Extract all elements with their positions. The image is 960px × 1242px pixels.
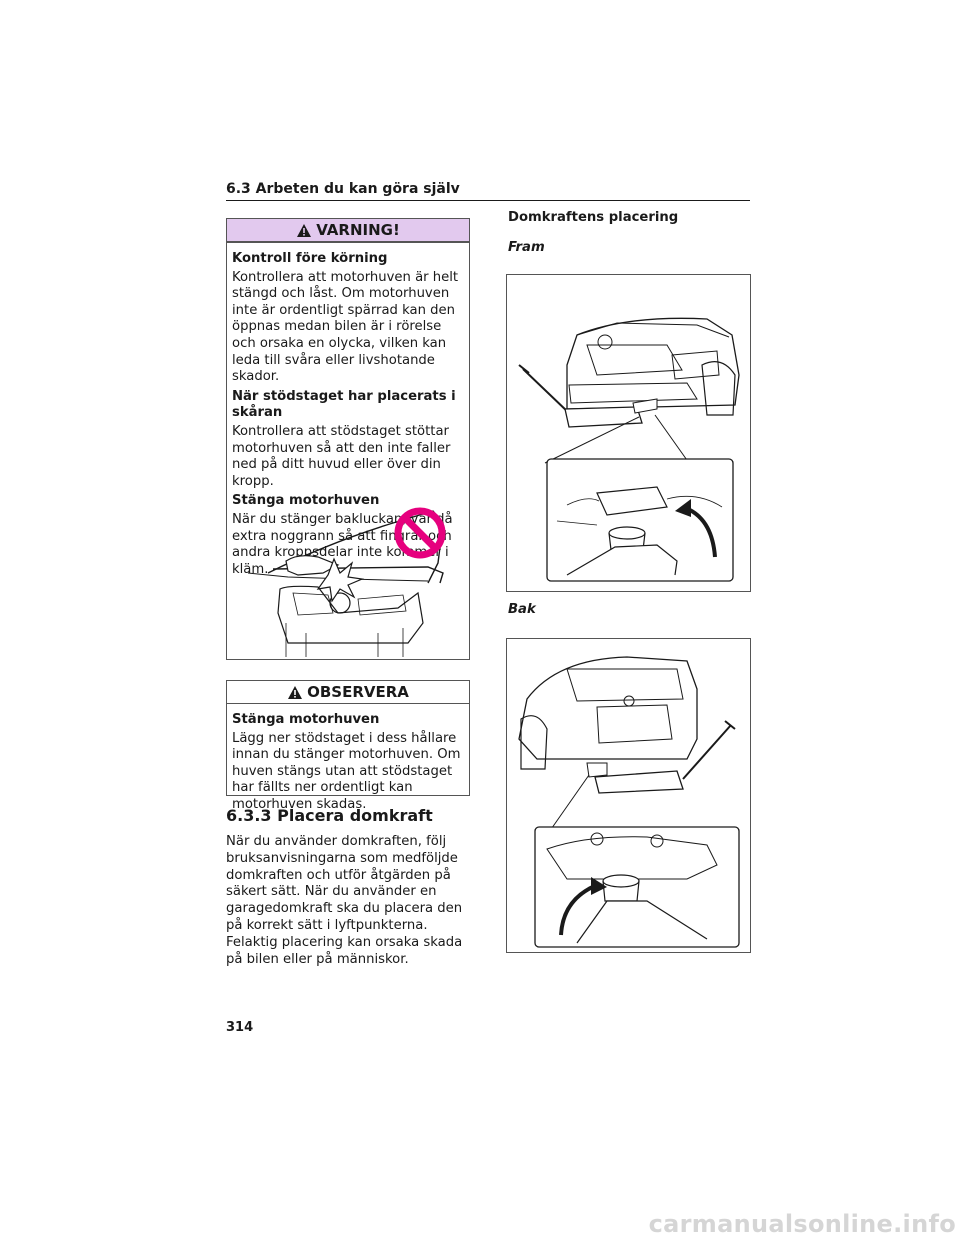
- watermark: carmanualsonline.info: [648, 1210, 956, 1238]
- subsection-heading: 6.3.3 Placera domkraft: [226, 806, 433, 825]
- jack-placement-title: Domkraftens placering: [508, 210, 679, 225]
- warning-text-1: Kontrollera att motorhuven är helt stäng…: [232, 269, 459, 385]
- notice-icon: [288, 685, 303, 699]
- warning-text-2: Kontrollera att stödstaget stöttar motor…: [232, 423, 451, 489]
- front-label: Fram: [508, 240, 545, 255]
- warning-title: VARNING!: [316, 221, 400, 239]
- notice-text: Lägg ner stödstaget i dess hållare innan…: [232, 730, 461, 812]
- notice-body: Stänga motorhuven Lägg ner stödstaget i …: [227, 704, 469, 814]
- notice-header: OBSERVERA: [227, 681, 469, 704]
- warning-header: VARNING!: [227, 219, 469, 243]
- section-header: 6.3 Arbeten du kan göra själv: [226, 178, 750, 201]
- warning-body: Kontroll före körning Kontrollera att mo…: [227, 243, 469, 578]
- page-number: 314: [226, 1020, 254, 1035]
- rear-jack-illustration: [518, 656, 740, 948]
- warning-heading-3: Stänga motorhuven: [232, 493, 380, 509]
- warning-box: VARNING! Kontroll före körning Kontrolle…: [226, 218, 470, 660]
- notice-title: OBSERVERA: [307, 683, 409, 701]
- front-jack-illustration: [518, 317, 740, 582]
- warning-heading-1: Kontroll före körning: [232, 251, 388, 266]
- notice-heading: Stänga motorhuven: [232, 712, 380, 727]
- section-title: 6.3 Arbeten du kan göra själv: [226, 181, 460, 197]
- warning-icon: [297, 223, 312, 237]
- rear-label: Bak: [508, 602, 536, 617]
- front-jack-figure: [506, 274, 751, 592]
- rear-jack-figure: [506, 638, 751, 953]
- notice-box: OBSERVERA Stänga motorhuven Lägg ner stö…: [226, 680, 470, 812]
- warning-heading-2: När stödstaget har placerats i skåran: [232, 388, 456, 421]
- hood-pinch-illustration: [247, 507, 446, 657]
- subsection-text: När du använder domkraften, följ bruksan…: [226, 834, 463, 967]
